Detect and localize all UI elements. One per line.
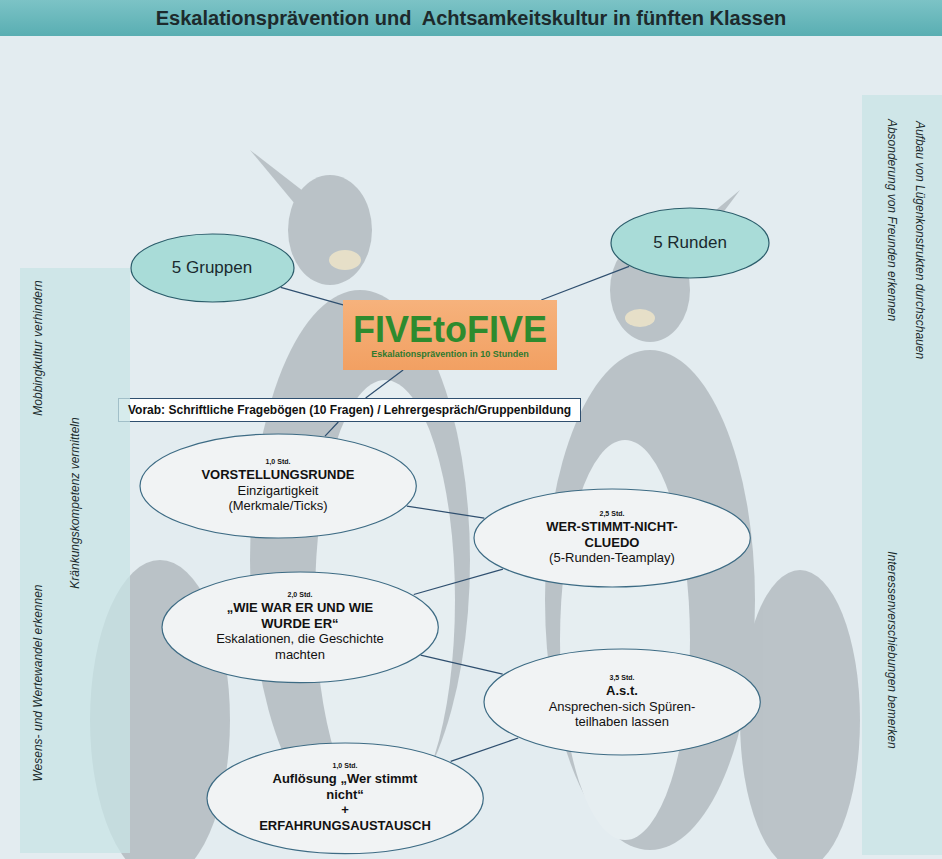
node-text: (5-Runden-Teamplay): [549, 550, 675, 566]
node-label: 5 Gruppen: [172, 258, 252, 278]
preparation-box: Vorab: Schriftliche Fragebögen (10 Frage…: [118, 398, 581, 422]
connector-line: [541, 266, 629, 300]
node-text: Eskalationen, die Geschichte machten: [210, 631, 390, 662]
node-text: Ansprechen-sich Spüren- teilhaben lassen: [532, 699, 712, 730]
goal-band: Aufbau von Lügenkonstrukten durchschauen…: [862, 95, 942, 855]
text-group: 5 Gruppen: [172, 258, 252, 278]
title-banner: Eskalationsprävention und Achtsamkeitsku…: [0, 0, 942, 36]
node-label: 3,5 Std.: [610, 674, 635, 681]
node-text: Eskalationsprävention in 10 Stunden: [371, 349, 529, 359]
text-group: FIVEtoFIVEEskalationsprävention in 10 St…: [353, 311, 547, 359]
node-text: Auflösung „Wer stimmt nicht“: [255, 771, 435, 802]
text-group: 1,0 Std. VORSTELLUNGSRUNDEEinzigartigkeit…: [188, 458, 368, 514]
stage-ellipse: 1,0 Std. Auflösung „Wer stimmt nicht“+ERF…: [206, 742, 484, 855]
text-group: 2,0 Std. „WIE WAR ER UND WIE WURDE ER“Esk…: [210, 591, 390, 662]
node-text: VORSTELLUNGSRUNDE: [201, 467, 354, 483]
text-group: 5 Runden: [653, 233, 727, 253]
node-text: „WIE WAR ER UND WIE WURDE ER“: [210, 600, 390, 631]
text-group: 1,0 Std. Auflösung „Wer stimmt nicht“+ERF…: [255, 762, 435, 833]
connector-line: [414, 569, 503, 594]
goal-text: Mobbingkultur verhindern: [31, 280, 45, 415]
text-group: 3,5 Std. A.s.t.Ansprechen-sich Spüren- te…: [532, 674, 712, 730]
penguins: [90, 150, 860, 859]
goal-band: Mobbingkultur verhindernKränkungskompete…: [20, 268, 130, 853]
node-label: Vorab: Schriftliche Fragebögen (10 Frage…: [128, 403, 571, 417]
text-group: 2,5 Std. WER-STIMMT-NICHT-CLUEDO(5-Runden…: [522, 510, 702, 566]
stage-ellipse: 3,5 Std. A.s.t.Ansprechen-sich Spüren- te…: [483, 648, 761, 756]
goal-text: Kränkungskompetenz vermitteln: [68, 417, 82, 588]
ellipse-shape: [484, 649, 760, 755]
node-label: 2,5 Std.: [600, 510, 625, 517]
connector-line: [421, 655, 503, 674]
connector-line: [325, 422, 338, 436]
program-box: FIVEtoFIVEEskalationsprävention in 10 St…: [343, 300, 557, 370]
ellipse-shape: [140, 434, 416, 538]
node-label: 1,0 Std.: [333, 762, 358, 769]
goal-text: Interessenverschiebungen bemerken: [885, 551, 899, 748]
stage-ellipse: 2,5 Std. WER-STIMMT-NICHT-CLUEDO(5-Runden…: [473, 488, 751, 588]
ellipse-shape: [474, 489, 750, 587]
connector-line: [407, 506, 485, 518]
node-label: 2,0 Std.: [288, 591, 313, 598]
node-text: +: [341, 802, 349, 818]
round-ellipse: 5 Runden: [610, 207, 770, 279]
node-text: A.s.t.: [606, 683, 638, 699]
title: Eskalationsprävention und Achtsamkeitsku…: [156, 7, 787, 30]
node-text: Einzigartigkeit (Merkmale/Ticks): [188, 483, 368, 514]
connector-line: [451, 738, 518, 761]
group-ellipse: 5 Gruppen: [130, 233, 295, 303]
node-label: 1,0 Std.: [266, 458, 291, 465]
goal-text: Wesens- und Wertewandel erkennen: [31, 584, 45, 781]
node-label: FIVEtoFIVE: [353, 311, 547, 349]
ellipse-shape: [162, 572, 438, 683]
node-label: 5 Runden: [653, 233, 727, 253]
goal-text: Absonderung von Freunden erkennen: [885, 119, 899, 321]
connector-line: [281, 287, 343, 305]
text-group: Vorab: Schriftliche Fragebögen (10 Frage…: [128, 403, 571, 417]
ellipse-shape: [131, 234, 294, 302]
ellipse-shape: [611, 208, 769, 278]
ellipse-shape: [207, 743, 483, 854]
node-text: WER-STIMMT-NICHT-CLUEDO: [522, 519, 702, 550]
stage-ellipse: 1,0 Std. VORSTELLUNGSRUNDEEinzigartigkeit…: [139, 433, 417, 539]
node-text: ERFAHRUNGSAUSTAUSCH: [259, 818, 431, 834]
stage-ellipse: 2,0 Std. „WIE WAR ER UND WIE WURDE ER“Esk…: [161, 571, 439, 684]
connector-line: [366, 370, 403, 398]
goal-text: Aufbau von Lügenkonstrukten durchschauen: [913, 121, 927, 359]
